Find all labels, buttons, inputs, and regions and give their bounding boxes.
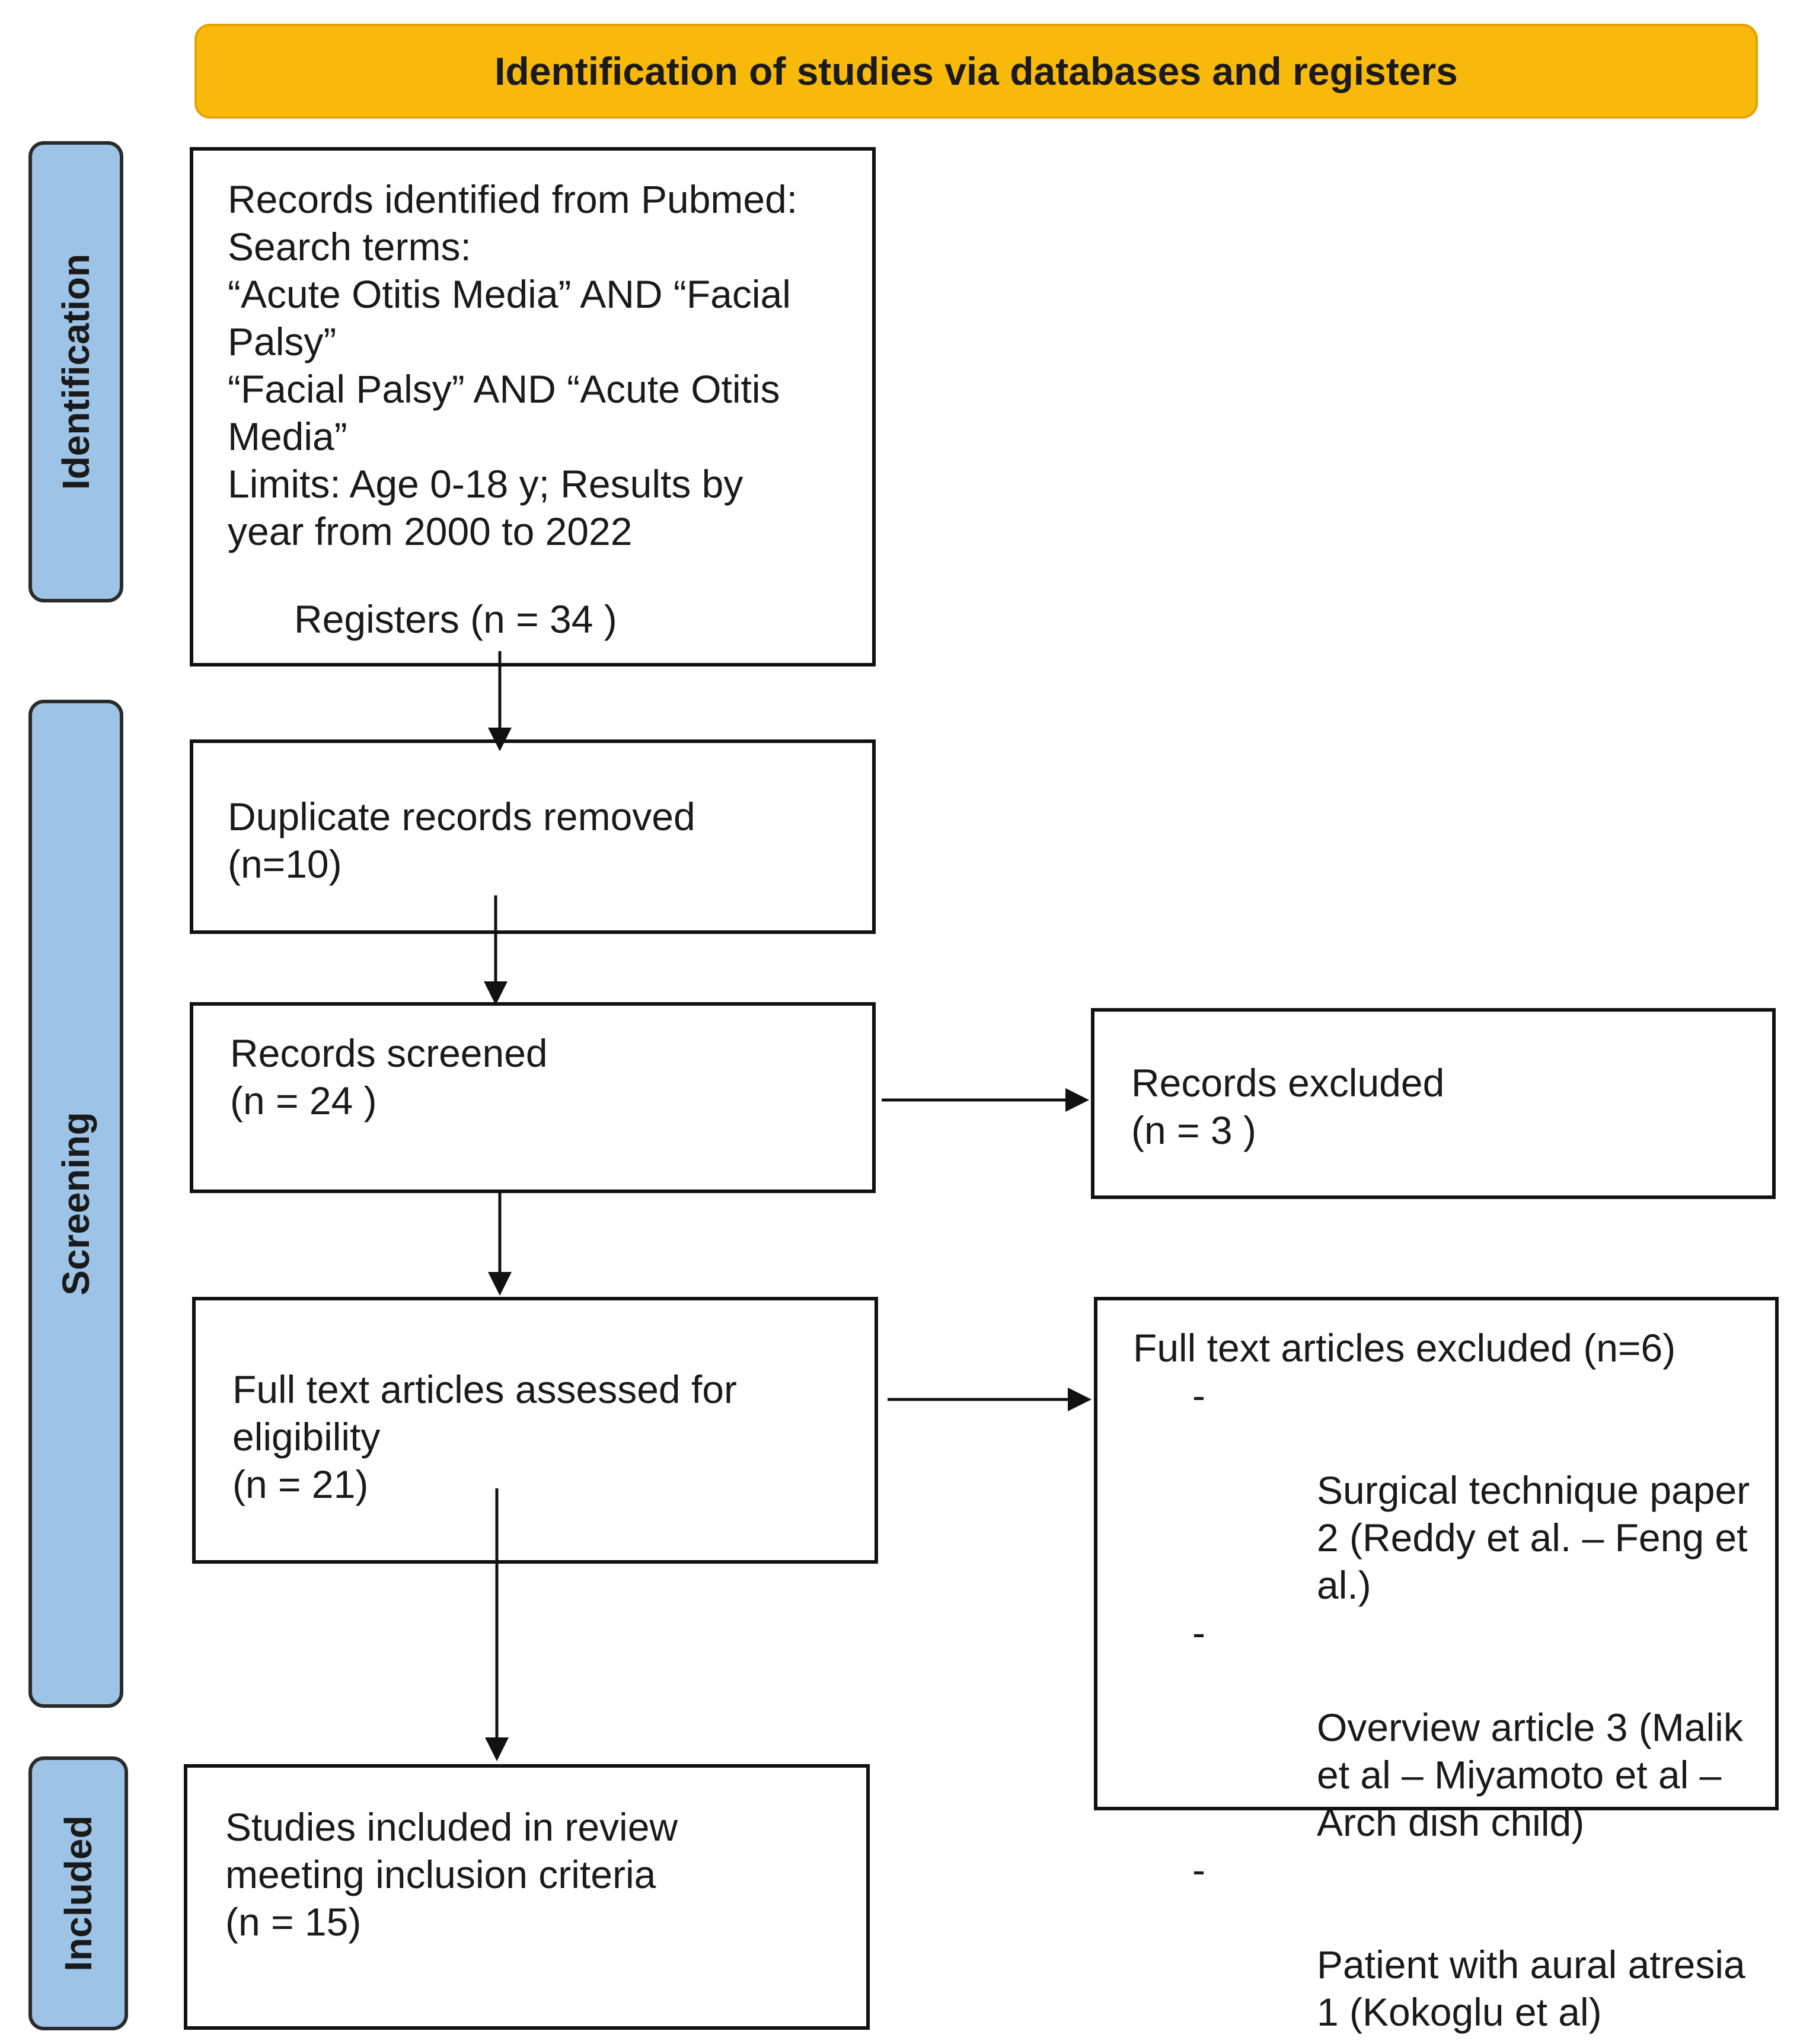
list-dash: - [1192, 1848, 1205, 1892]
records-screened-text: Records screened (n = 24 ) [230, 1031, 548, 1123]
exclusion-reason-item: - Overview article 3 (Malik et al – Miya… [1133, 1609, 1751, 1846]
studies-included-text: Studies included in review meeting inclu… [225, 1805, 678, 1944]
studies-included-box: Studies included in review meeting inclu… [184, 1764, 870, 2030]
records-excluded-text: Records excluded (n = 3 ) [1131, 1061, 1445, 1152]
list-dash: - [1192, 1611, 1205, 1654]
fulltext-excluded-box: Full text articles excluded (n=6) - Surg… [1094, 1297, 1779, 2034]
records-excluded-box: Records excluded (n = 3 ) [1091, 1008, 1776, 1199]
header-title: Identification of studies via databases … [494, 49, 1458, 93]
fulltext-excluded-title: Full text articles excluded (n=6) [1133, 1326, 1676, 1370]
duplicates-removed-text: Duplicate records removed (n=10) [228, 795, 695, 886]
exclusion-reason-item: - Surgical technique paper 2 (Reddy et a… [1133, 1372, 1751, 1609]
stage-identification: Identification [28, 141, 123, 602]
records-identified-box: Records identified from Pubmed: Search t… [190, 147, 876, 667]
exclusion-reasons-list: - Surgical technique paper 2 (Reddy et a… [1133, 1372, 1751, 2036]
list-dash: - [1192, 1373, 1205, 1417]
exclusion-reason-item: - Patient with aural atresia 1 (Kokoglu … [1133, 1846, 1751, 2036]
fulltext-assessed-text: Full text articles assessed for eligibil… [232, 1367, 737, 1506]
stage-included: Included [28, 1756, 128, 2030]
fulltext-assessed-box: Full text articles assessed for eligibil… [192, 1297, 878, 1564]
stage-screening: Screening [28, 700, 123, 1708]
records-screened-box: Records screened (n = 24 ) [190, 1002, 876, 1193]
exclusion-reason-text: Patient with aural atresia 1 (Kokoglu et… [1317, 1943, 1745, 2034]
exclusion-reason-text: Surgical technique paper 2 (Reddy et al.… [1317, 1468, 1750, 1607]
header-banner: Identification of studies via databases … [194, 24, 1758, 119]
registers-count: Registers (n = 34 ) [294, 597, 617, 641]
records-identified-text: Records identified from Pubmed: Search t… [228, 177, 798, 553]
duplicates-removed-box: Duplicate records removed (n=10) [190, 739, 876, 934]
exclusion-reason-text: Overview article 3 (Malik et al – Miyamo… [1317, 1705, 1743, 1844]
